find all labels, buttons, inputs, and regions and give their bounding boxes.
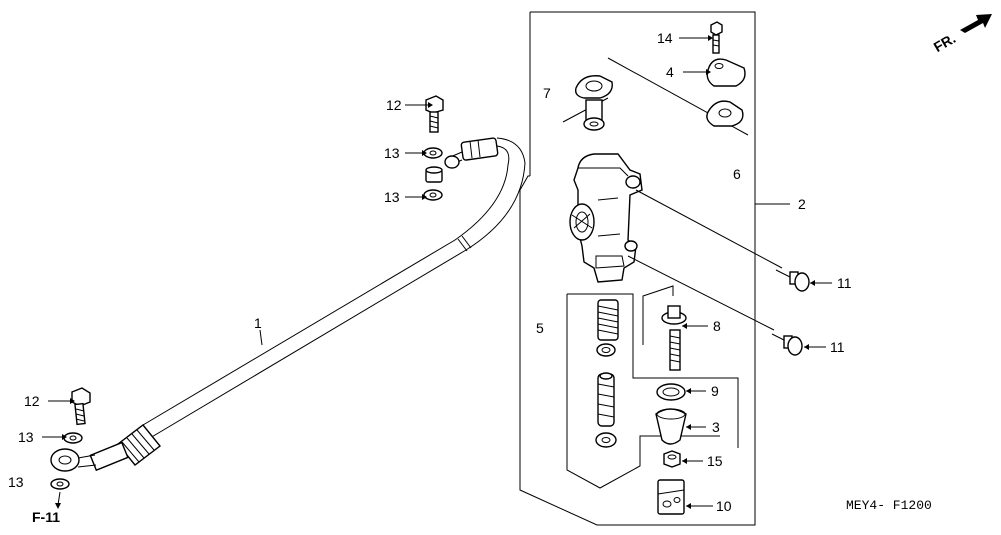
reservoir-cap <box>706 58 746 87</box>
mounting-bolt-lower <box>771 333 803 356</box>
reservoir-diaphragm <box>706 100 744 127</box>
callout-10: 10 <box>716 498 732 514</box>
lower-banjo-bolt <box>71 387 91 426</box>
push-rod <box>642 285 687 371</box>
front-direction-arrow: FR. <box>931 14 992 55</box>
callout-labels: 1 2 3 4 5 6 7 8 9 10 11 11 12 12 13 13 1… <box>8 30 852 514</box>
assembly-frame <box>519 11 790 526</box>
reservoir-cap-bolt <box>710 21 723 54</box>
mounting-bolt-upper <box>775 269 810 292</box>
callout-4: 4 <box>666 64 674 80</box>
callout-11-upper: 11 <box>837 275 852 291</box>
callout-7: 7 <box>543 85 551 101</box>
bolt-leader-upper <box>635 189 783 269</box>
subassembly-frame-5 <box>566 293 739 489</box>
callout-5: 5 <box>536 320 544 336</box>
callout-3: 3 <box>712 419 720 435</box>
upper-sealing-washer-b <box>423 189 443 201</box>
callout-2: 2 <box>798 196 806 212</box>
push-rod-boot <box>655 408 687 445</box>
reference-label: F-11 <box>32 509 60 525</box>
callout-12-upper: 12 <box>386 97 402 113</box>
callout-13-lower-a: 13 <box>18 429 34 445</box>
snap-ring <box>656 383 686 401</box>
callout-13-upper-a: 13 <box>384 145 400 161</box>
diagram-code: MEY4- F1200 <box>846 498 932 513</box>
callout-14: 14 <box>657 30 673 46</box>
upper-spacer <box>425 166 443 183</box>
bolt-leader-lower <box>627 255 775 331</box>
upper-banjo-bolt <box>425 95 444 133</box>
lock-nut <box>663 450 681 468</box>
piston-spring <box>597 299 619 341</box>
clevis-joint <box>657 479 685 515</box>
primary-cup <box>596 343 616 357</box>
callout-11-lower: 11 <box>830 339 845 355</box>
secondary-cup <box>595 432 617 448</box>
callout-9: 9 <box>711 383 719 399</box>
lower-sealing-washer-b <box>50 478 70 490</box>
reservoir-connector <box>574 75 613 131</box>
callout-13-upper-b: 13 <box>384 189 400 205</box>
lower-sealing-washer-a <box>63 432 83 444</box>
callout-leaders <box>42 35 832 509</box>
callout-6: 6 <box>733 166 741 182</box>
piston <box>597 372 615 427</box>
master-cylinder-body <box>569 153 643 283</box>
arrow-right-icon <box>960 14 992 33</box>
callout-15: 15 <box>707 453 723 469</box>
hose-ferrule-ribs <box>121 429 155 463</box>
fr-label: FR. <box>931 30 959 55</box>
brake-hose <box>50 137 526 472</box>
callout-12-lower: 12 <box>24 393 40 409</box>
callout-1: 1 <box>254 315 262 331</box>
callout-13-lower-b: 13 <box>8 474 24 490</box>
callout-8: 8 <box>713 318 721 334</box>
